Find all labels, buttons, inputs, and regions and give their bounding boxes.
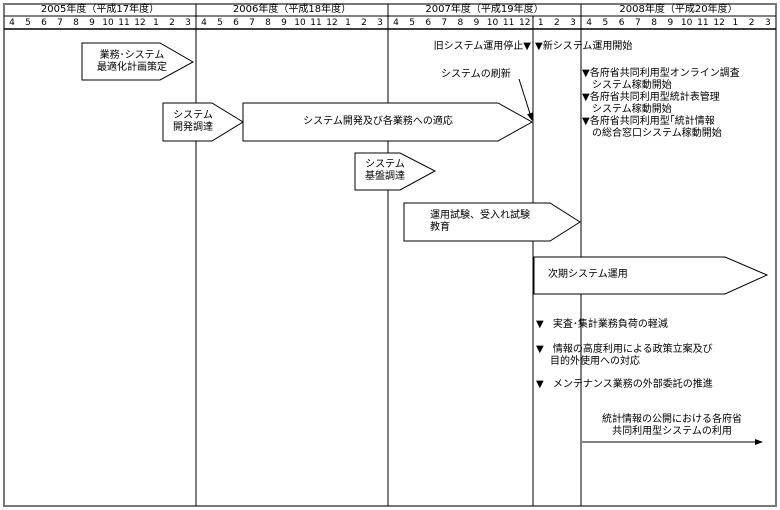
month-label: 1 [732, 18, 739, 28]
month-label: 2 [169, 18, 175, 28]
month-label: 5 [602, 18, 609, 28]
phase-test-shape [403, 202, 581, 242]
month-label: 6 [41, 18, 47, 28]
month-label: 2 [361, 18, 367, 28]
month-label: 9 [473, 18, 480, 28]
month-label: 8 [457, 18, 464, 28]
month-label: 11 [118, 18, 130, 28]
month-label: 1 [345, 18, 351, 28]
phase-test-label: 運用試験、受入れ試験 教育 [430, 210, 530, 234]
month-label: 12 [713, 18, 725, 28]
month-label: 11 [502, 18, 515, 28]
effect-text: メンテナンス業務の外部委託の推進 [552, 379, 713, 390]
month-label: 8 [651, 18, 657, 28]
month-label: 4 [201, 18, 207, 28]
phase-plan-label: 業務･システム 最適化計画策定 [82, 50, 182, 74]
milestone-line: ▼各府省共同利用型｢統計情報 [582, 116, 715, 127]
month-label: 12 [326, 18, 338, 28]
renewal-pointer [518, 78, 533, 121]
effect-text: 情報の高度利用による政策立案及び [552, 344, 713, 355]
phase-dev-adapt-label: システム開発及び各業務への適応 [303, 116, 453, 127]
month-label: 5 [217, 18, 223, 28]
month-label: 11 [310, 18, 322, 28]
label-line: 教育 [430, 222, 450, 233]
label-line: 業務･システム [99, 50, 165, 61]
label-line: システム [173, 110, 213, 121]
month-label: 3 [765, 18, 771, 28]
new-system-start-milestone: ▼新システム運用開始 [535, 41, 633, 52]
month-label: 3 [377, 18, 383, 28]
outer-frame [3, 3, 777, 507]
shared-use-label: 統計情報の公開における各府省 共同利用型システムの利用 [582, 414, 762, 438]
month-label: 10 [680, 18, 693, 28]
year-label: 2008年度（平成20年度） [619, 4, 738, 15]
label-line: 最適化計画策定 [97, 62, 167, 73]
triangle-icon: ▼ [536, 344, 544, 355]
month-label: 6 [233, 18, 239, 28]
phase-dev-procure-label: システム 開発調達 [163, 110, 223, 134]
label-line: 運用試験、受入れ試験 [430, 210, 530, 221]
month-label: 1 [153, 18, 159, 28]
phase-dev-adapt-shape [242, 102, 534, 142]
effect-item: ▼ メンテナンス業務の外部委託の推進 [536, 379, 713, 391]
label-line: 共同利用型システムの利用 [612, 426, 732, 437]
month-label: 7 [57, 18, 63, 28]
month-label: 2 [554, 18, 560, 28]
month-label: 4 [393, 18, 399, 28]
year-label: 2005年度（平成17年度） [40, 4, 160, 15]
effect-text: 目的外使用への対応 [550, 356, 640, 367]
label-line: 開発調達 [173, 122, 213, 133]
phase-base-procure-label: システム 基盤調達 [355, 159, 415, 183]
year-label: 2007年度（平成19年度） [425, 4, 544, 15]
milestone-line: システム稼動開始 [582, 104, 672, 115]
phase-operation-shape [533, 256, 769, 295]
label-line: 基盤調達 [365, 171, 405, 182]
label-line: 統計情報の公開における各府省 [602, 414, 742, 425]
month-label: 6 [425, 18, 432, 28]
month-label: 12 [518, 18, 531, 28]
month-label: 3 [185, 18, 191, 28]
effect-text: 実査･集計業務負荷の軽減 [552, 319, 668, 330]
phase-operation-label: 次期システム運用 [548, 269, 628, 280]
month-label: 10 [486, 18, 499, 28]
month-label: 2 [748, 18, 755, 28]
triangle-icon: ▼ [536, 379, 544, 390]
month-label: 5 [409, 18, 415, 28]
effect-item: ▼ 情報の高度利用による政策立案及び 目的外使用への対応 [536, 344, 713, 368]
effect-item: ▼ 実査･集計業務負荷の軽減 [536, 319, 668, 331]
month-label: 9 [89, 18, 95, 28]
month-label: 1 [537, 18, 544, 28]
year-label: 2006年度（平成18年度） [232, 4, 352, 15]
milestone-line: システム稼動開始 [582, 80, 672, 91]
phase-dev-procure-shape [162, 102, 244, 142]
label-line: システム [365, 159, 405, 170]
milestone-line: の総合窓口システム稼動開始 [582, 128, 722, 139]
month-label: 8 [265, 18, 271, 28]
phase-base-procure-shape [354, 152, 437, 191]
old-system-stop-milestone: 旧システム運用停止▼ [433, 41, 531, 52]
month-label: 5 [25, 18, 31, 28]
month-label: 10 [294, 18, 306, 28]
month-label: 7 [441, 18, 448, 28]
month-label: 9 [667, 18, 674, 28]
month-label: 6 [618, 18, 625, 28]
month-label: 10 [102, 18, 114, 28]
month-label: 8 [73, 18, 79, 28]
milestone-line: ▼各府省共同利用型オンライン調査 [582, 68, 740, 79]
renewal-label: システムの刷新 [441, 69, 511, 80]
month-label: 3 [570, 18, 576, 28]
milestone-line: ▼各府省共同利用型統計表管理 [582, 92, 720, 103]
triangle-icon: ▼ [536, 319, 544, 330]
month-label: 7 [635, 18, 641, 28]
month-label: 9 [281, 18, 287, 28]
month-label: 7 [249, 18, 255, 28]
month-label: 12 [134, 18, 146, 28]
shared-milestones: ▼各府省共同利用型オンライン調査 システム稼動開始 ▼各府省共同利用型統計表管理… [582, 68, 740, 140]
phase-plan-shape [81, 42, 195, 81]
month-label: 4 [9, 18, 15, 28]
month-label: 11 [697, 18, 709, 28]
month-label: 4 [586, 18, 592, 28]
